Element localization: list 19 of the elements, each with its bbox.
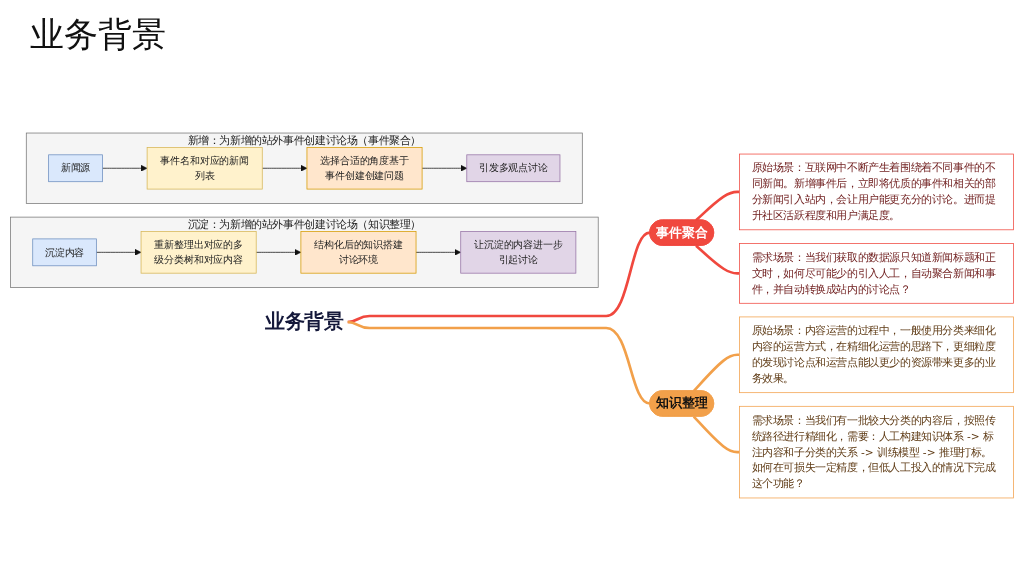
node-box: 引发多观点讨论 [466, 153, 561, 182]
connector [695, 190, 740, 221]
slide-title: 业务背景 [30, 14, 166, 54]
connector [692, 415, 740, 453]
node-box: 让沉淀的内容进一步引起讨论 [460, 230, 577, 274]
node-box: 原始场景：内容运营的过程中，一般使用分类来细化内容的运营方式，在精细化运营的思路下，更细粒度的发现讨论点和运营点能以更少的资源带来更多的业务效果。 [739, 316, 1014, 393]
connector [347, 320, 651, 405]
node-box: 原始场景：互联网中不断产生着围绕着不同事件的不同新闻。新增事件后，立即将优质的事件和相关的部分新闻引入站内，会让用户能更充分的讨论。进而提升社区活跃程度和用户满足度。 [739, 153, 1014, 230]
connector [692, 352, 740, 392]
node-box: 重新整理出对应的多级分类树和对应内容 [140, 230, 257, 274]
node-box: 需求场景：当我们获取的数据源只知道新闻标题和正文时，如何尽可能少的引入人工，自动聚合新闻和事件，并自动转换成站内的讨论点？ [739, 242, 1014, 304]
node-box: 事件名和对应的新闻列表 [146, 146, 263, 189]
node-box: 新闻源 [48, 153, 103, 182]
node-box: 沉淀内容 [32, 238, 97, 266]
node-text: 业务背景 [264, 309, 344, 333]
node-box: 需求场景：当我们有一批较大分类的内容后，按照传统路径进行精细化，需要：人工构建知识体系 -> 标注内容和子分类的关系 -> 训练模型 -> 推理打标。如何在可损失一定精度，但低人工投入的情况下完成这个功能？ [739, 405, 1014, 498]
node-box: 结构化后的知识搭建讨论环境 [300, 230, 417, 274]
connector [695, 244, 740, 275]
node-box: 选择合适的角度基于事件创建创建问题 [306, 146, 423, 189]
